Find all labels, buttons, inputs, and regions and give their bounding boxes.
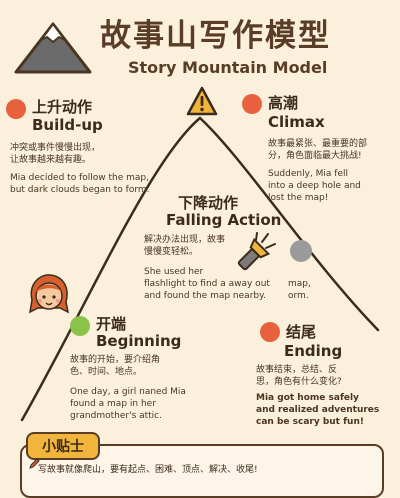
falling-title-en: Falling Action [166,211,282,229]
girl-character-icon [29,274,70,314]
mountain-logo-icon [14,22,92,74]
climax-title-cn: 高潮 [268,94,299,112]
warning-icon [186,86,218,116]
beginning-title-en: Beginning [96,332,182,350]
beginning-marker [70,316,90,336]
beginning-title-cn: 开端 [96,315,127,333]
falling-desc-partial: map, orm. [288,279,311,301]
buildup-title-cn: 上升动作 [32,98,93,116]
ending-title-cn: 结尾 [286,323,317,341]
beginning-desc: 故事的开始，要介绍角 色、时间、地点。 One day, a girl nane… [70,355,186,421]
climax-title-en: Climax [268,113,325,131]
falling-marker [290,240,312,262]
climax-desc: 故事最紧张、最重要的部 分，角色面临最大挑战! Suddenly, Mia fe… [268,139,368,203]
ending-title-en: Ending [284,342,343,360]
falling-title-cn: 下降动作 [178,194,239,212]
tips-text: 写故事就像爬山，要有起点、困难、顶点、解决、收尾! [38,465,258,475]
page-subtitle: Story Mountain Model [128,58,328,77]
buildup-desc: 冲突或事件慢慢出现， 让故事越来越有趣。 Mia decided to foll… [10,143,150,195]
buildup-title-en: Build-up [32,116,103,134]
falling-desc: 解决办法出现，故事 慢慢变轻松。 She used her flashlight… [144,235,270,301]
pencil-icon [29,458,40,469]
buildup-marker [6,99,26,119]
ending-desc: 故事结束，总结、反 思，角色有什么变化? Mia got home safely… [256,365,380,427]
climax-marker [242,94,262,114]
flashlight-icon [237,232,276,271]
tips-label: 小贴士 [26,432,100,460]
ending-marker [260,322,280,342]
page-title: 故事山写作模型 [100,18,331,54]
